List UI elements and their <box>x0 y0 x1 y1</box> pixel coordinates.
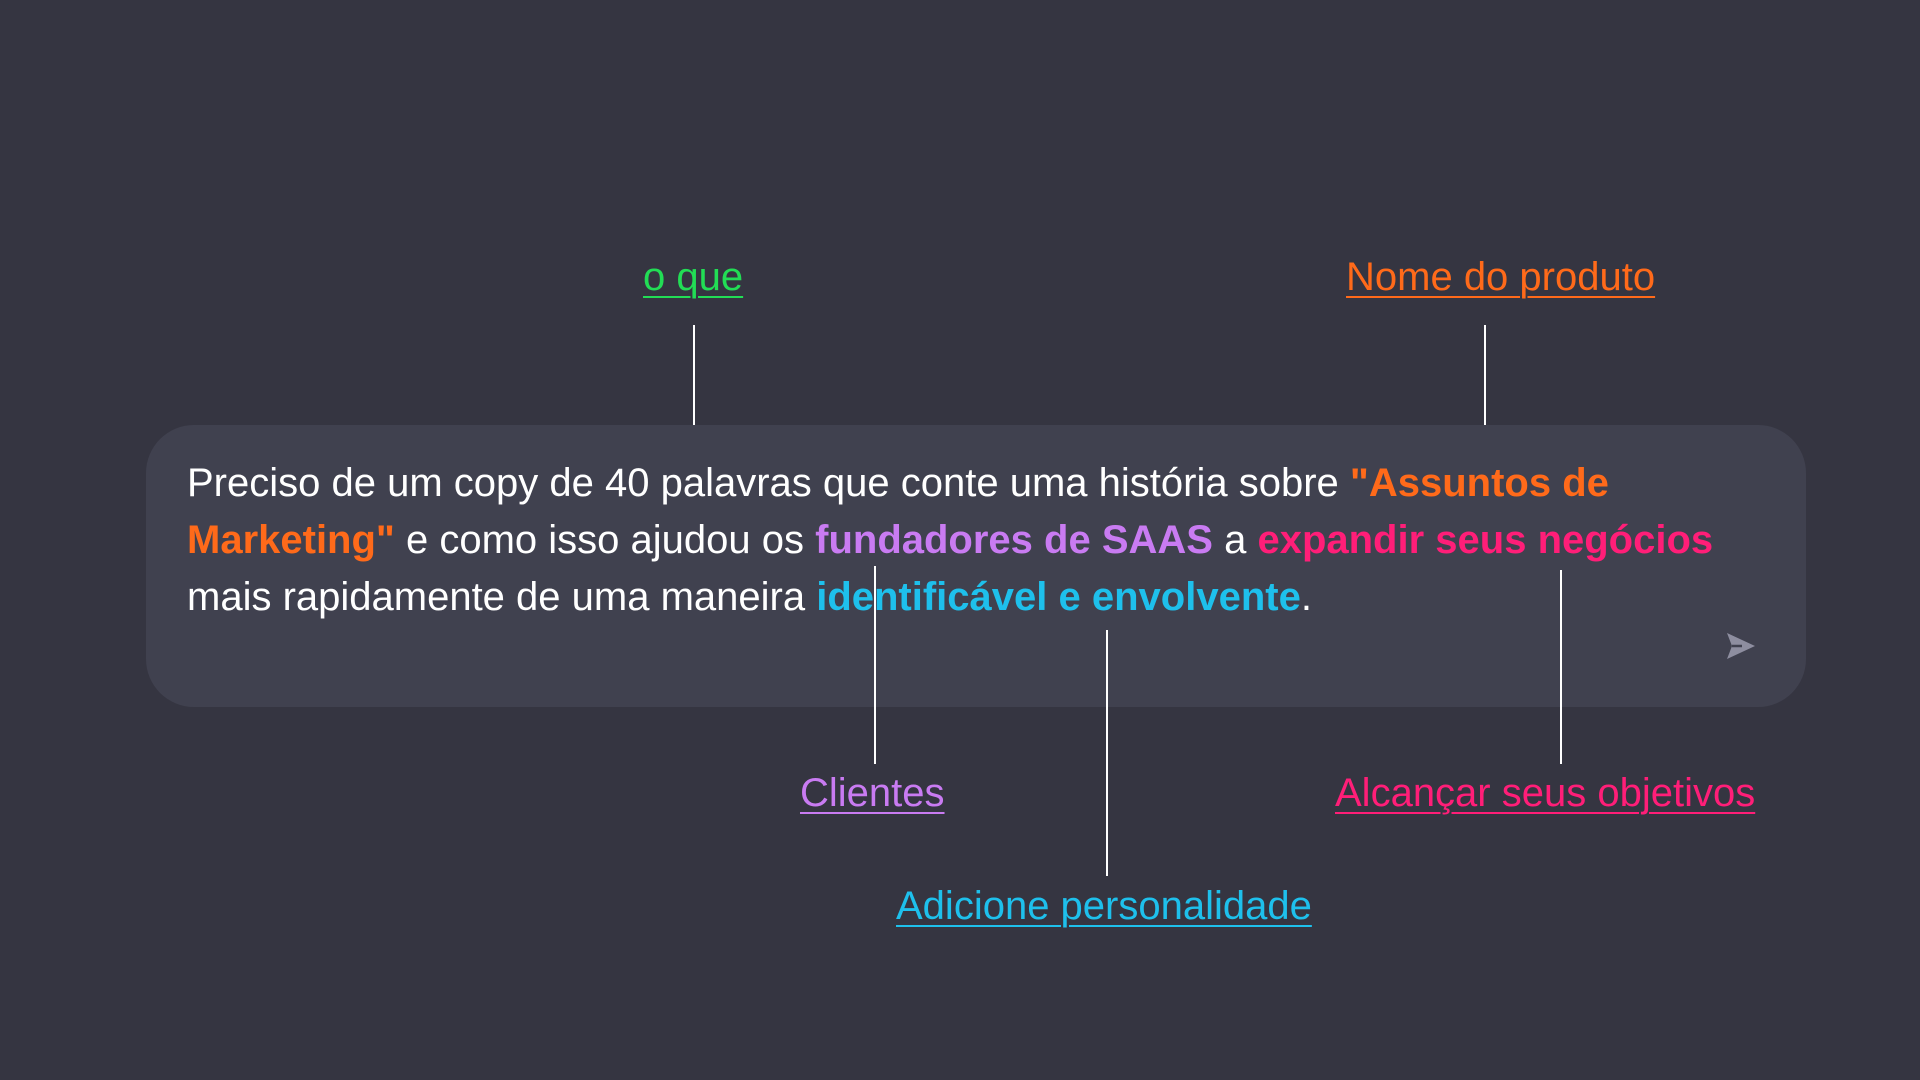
prompt-part-5: . <box>1300 575 1312 619</box>
prompt-part-1: Preciso de um copy de 40 palavras que co… <box>187 461 1350 505</box>
connector-alcancar-objetivos <box>1560 570 1562 764</box>
send-button[interactable] <box>1724 629 1758 663</box>
label-o-que: o que <box>643 255 744 299</box>
prompt-input-box[interactable]: Preciso de um copy de 40 palavras que co… <box>146 425 1806 707</box>
prompt-text[interactable]: Preciso de um copy de 40 palavras que co… <box>187 455 1747 626</box>
label-nome-do-produto: Nome do produto <box>1346 255 1656 299</box>
prompt-part-3: a <box>1212 518 1258 562</box>
connector-o-que <box>693 325 695 443</box>
highlight-clients: fundadores de SAAS <box>815 518 1213 562</box>
highlight-goal: expandir seus negócios <box>1257 518 1714 562</box>
label-clientes: Clientes <box>800 771 945 815</box>
highlight-product-name: "Assuntos de Marketing" <box>187 461 1609 562</box>
connector-clientes <box>874 566 876 764</box>
highlight-personality: identificável e envolvente <box>816 575 1301 619</box>
send-icon <box>1727 633 1755 659</box>
prompt-part-4: mais rapidamente de uma maneira <box>187 575 817 619</box>
connector-adicione-personalidade <box>1106 630 1108 876</box>
prompt-part-2: e como isso ajudou os <box>394 518 816 562</box>
connector-nome-do-produto <box>1484 325 1486 443</box>
label-alcancar-seus-objetivos: Alcançar seus objetivos <box>1335 771 1756 815</box>
label-adicione-personalidade: Adicione personalidade <box>896 884 1312 928</box>
